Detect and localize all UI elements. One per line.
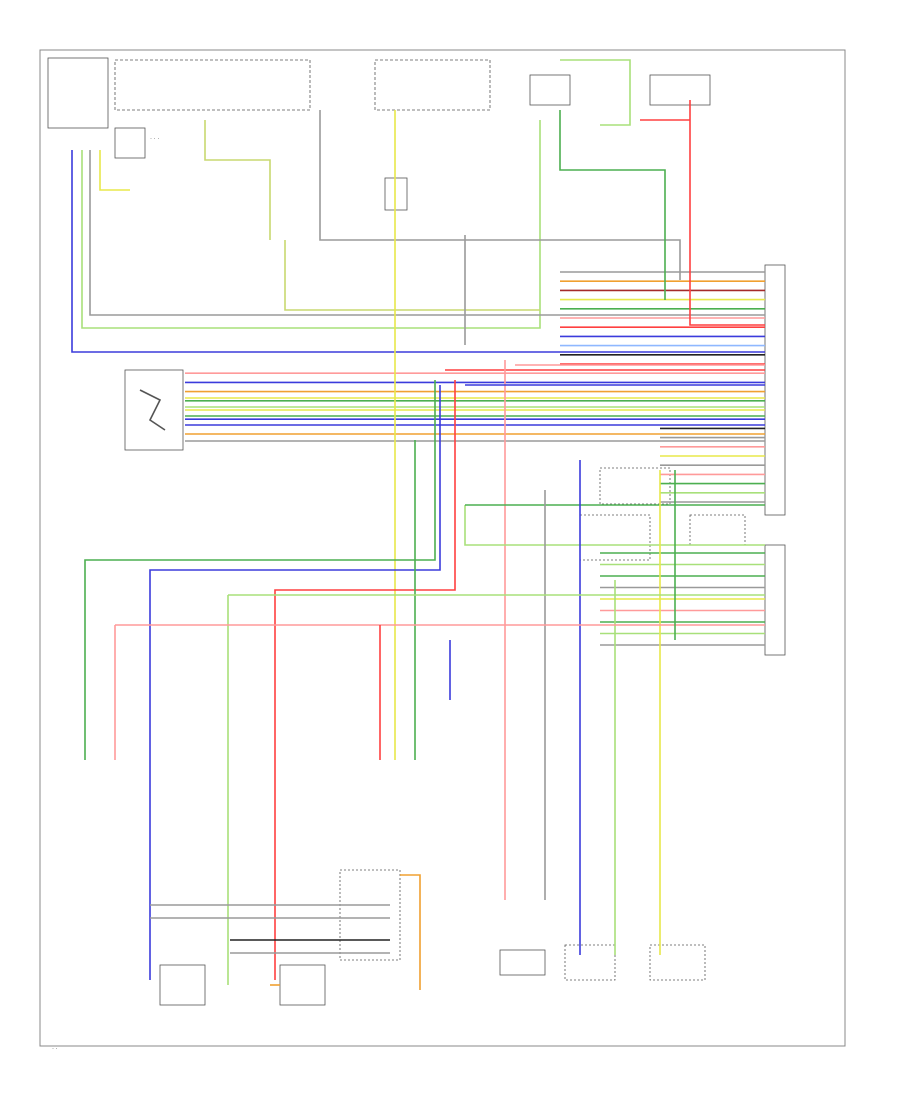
svg-text:· ·: · · [52,1046,58,1052]
wire-top-green [559,110,666,300]
wire-left-lightgreen [81,120,541,329]
diagram-labels: · · [52,1046,58,1052]
wire-h-lightgreen3 [464,505,765,546]
wire-vert-green [84,380,436,760]
wire-bottom-orange [400,874,421,990]
bottom-modules [159,869,706,1006]
diagram-frame [39,49,846,1047]
svg-text:· · ·: · · · [150,136,159,142]
wire-left-yellow [99,150,130,191]
wire-left-blue [71,150,765,353]
right-side-connector [764,264,786,656]
wire-top-yellowgreen [204,120,271,240]
mid-connectors [579,467,746,561]
wire-top-red [689,100,765,326]
wire-vert-red2 [274,380,456,980]
top-relay-block [114,59,711,211]
wire-vert-blue [149,385,441,980]
wire-top-gray [319,110,681,280]
wire-left-gray [89,150,765,316]
wire-bundle [71,59,765,990]
top-left-control-module: · · · [47,57,159,159]
multi-position-switch [124,369,184,451]
wire-yellowgreen-h [284,240,540,311]
wire-top-lightgreen2 [560,59,631,126]
